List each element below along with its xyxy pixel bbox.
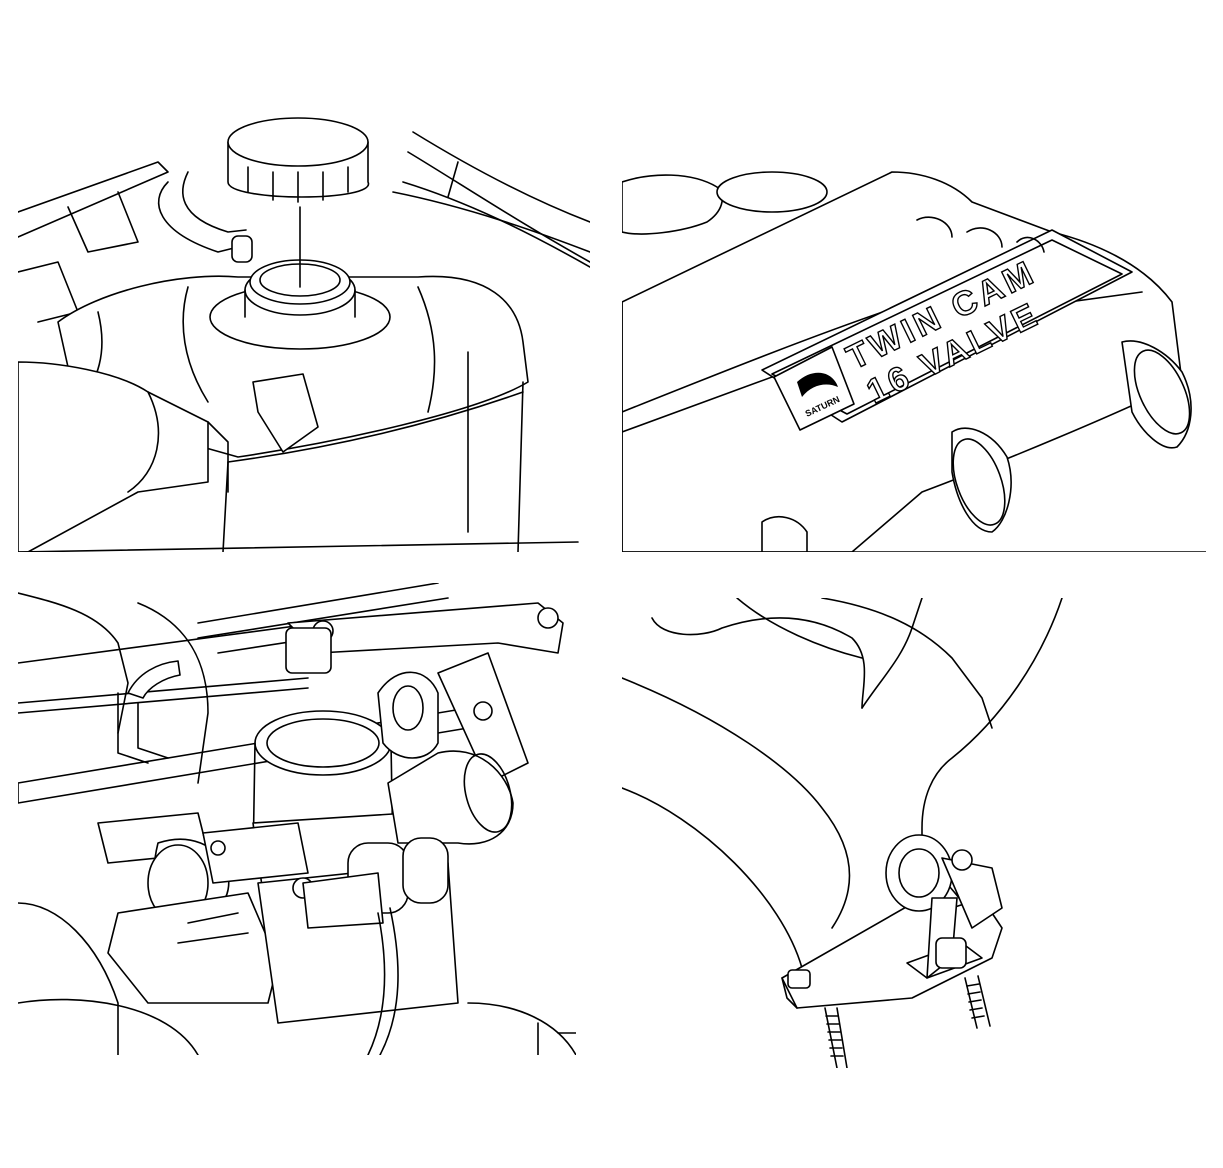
panel-coolant-reservoir <box>18 112 590 552</box>
camshaft-cover-illustration: SATURN TWIN CAM 16 VALVE <box>622 171 1206 552</box>
coolant-reservoir-illustration <box>18 117 590 552</box>
exhaust-manifold-illustration <box>622 598 1063 1068</box>
panel-exhaust-manifold <box>622 598 1206 1068</box>
panel-throttle-body <box>18 583 576 1055</box>
panel-camshaft-cover: SATURN TWIN CAM 16 VALVE <box>622 112 1206 552</box>
throttle-body-illustration <box>18 583 576 1055</box>
